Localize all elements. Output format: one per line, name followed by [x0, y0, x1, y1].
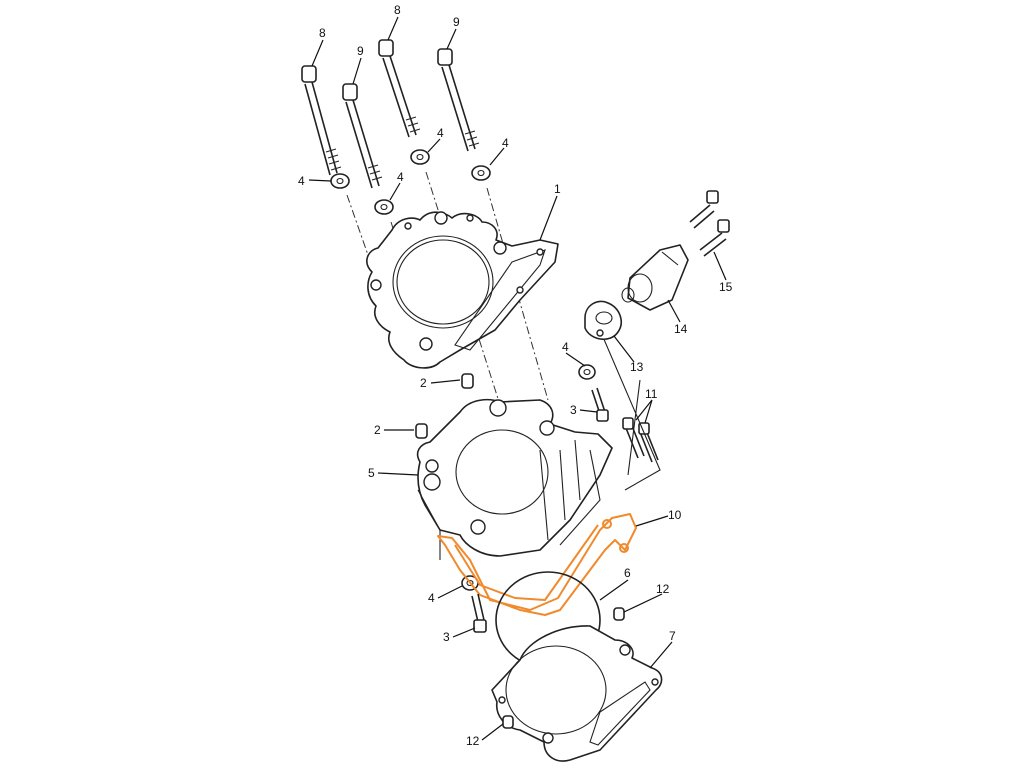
- callout-6: 6: [624, 566, 631, 580]
- callout-4: 4: [562, 340, 569, 354]
- callout-2: 2: [420, 376, 427, 390]
- cam-chain-tensioner: [621, 244, 689, 311]
- callout-10: 10: [668, 508, 682, 522]
- dowels-12: [502, 607, 625, 729]
- cylinder-block: [416, 398, 613, 560]
- callout-8: 8: [319, 26, 326, 40]
- bolts-3: [471, 387, 609, 633]
- dowel-pins: [415, 373, 474, 439]
- bolts-11: [599, 329, 661, 491]
- chain-guide: [437, 513, 637, 616]
- callout-2: 2: [374, 423, 381, 437]
- callout-8: 8: [394, 3, 401, 17]
- callout-5: 5: [368, 466, 375, 480]
- tensioner-gasket: [584, 300, 622, 340]
- cylinder-head-gasket: [366, 211, 559, 369]
- callout-3: 3: [443, 630, 450, 644]
- callout-11: 11: [645, 387, 658, 401]
- callout-12: 12: [466, 734, 480, 748]
- tensioner-bolts: [689, 190, 730, 257]
- callout-4: 4: [397, 170, 404, 184]
- head-bolt-8-left: [301, 65, 342, 176]
- leader-lines: [308, 16, 727, 741]
- cylinder-base-gasket: [491, 625, 663, 762]
- callout-4: 4: [437, 126, 444, 140]
- head-bolt-8-right: [378, 39, 421, 138]
- callout-9: 9: [357, 44, 364, 58]
- callout-15: 15: [719, 280, 733, 294]
- callout-1: 1: [554, 182, 561, 196]
- callout-4: 4: [298, 174, 305, 188]
- callout-9: 9: [453, 15, 460, 29]
- callout-3: 3: [570, 403, 577, 417]
- callout-labels: 8 9 8 9 4 4 4 4 1 2 2 5 4 3 11 13 14 15 …: [298, 3, 733, 748]
- callout-13: 13: [630, 360, 644, 374]
- head-bolt-9-left: [342, 83, 383, 189]
- callout-4: 4: [428, 591, 435, 605]
- callout-14: 14: [674, 322, 688, 336]
- head-bolt-9-right: [437, 48, 480, 152]
- callout-12: 12: [656, 582, 670, 596]
- callout-7: 7: [669, 629, 676, 643]
- callout-4: 4: [502, 136, 509, 150]
